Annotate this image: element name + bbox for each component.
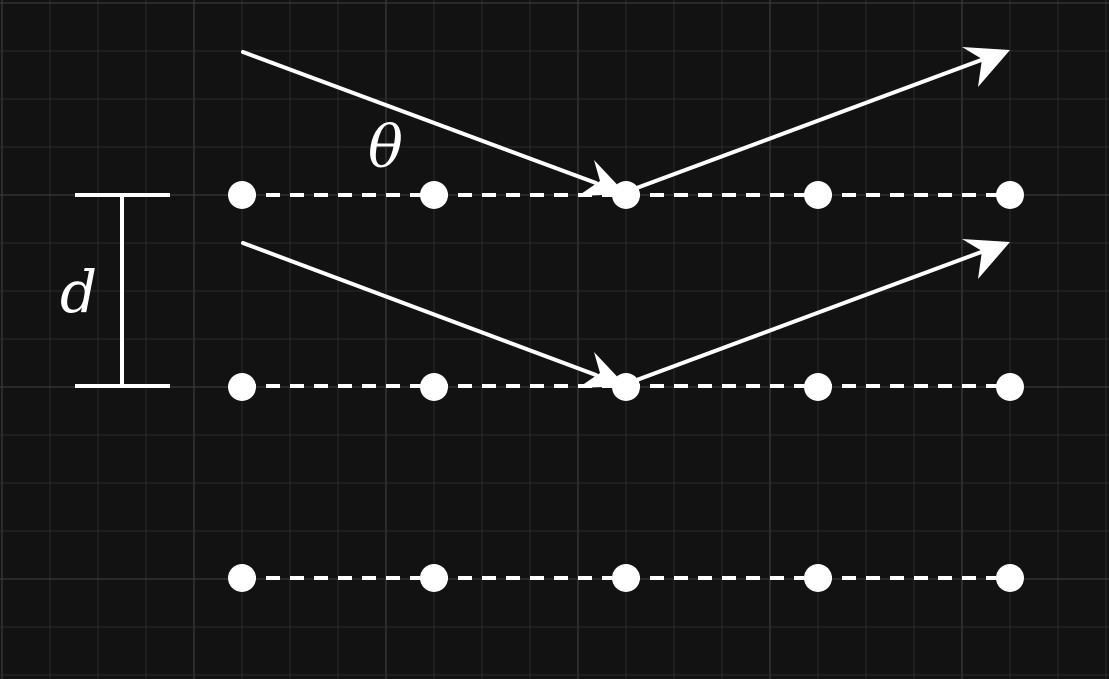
spacing-label: d: [60, 258, 97, 326]
lattice-atom: [228, 181, 256, 209]
reflected-ray-1-shaft: [624, 57, 986, 194]
reflected-ray-2-arrowhead: [962, 239, 1010, 279]
lattice-atom: [420, 181, 448, 209]
incident-ray-1-shaft: [241, 50, 598, 185]
incident-ray-1: [241, 50, 626, 196]
reflected-ray-2-shaft: [624, 249, 986, 386]
reflected-ray-1-arrowhead: [962, 47, 1010, 87]
reflected-ray-1: [624, 47, 1010, 194]
incident-ray-2-shaft: [241, 241, 598, 377]
lattice-atom: [804, 564, 832, 592]
lattice-atom: [420, 373, 448, 401]
incident-ray-1-arrowhead: [578, 160, 626, 196]
lattice-atom: [804, 373, 832, 401]
lattice-atom: [996, 373, 1024, 401]
lattice-atom: [996, 181, 1024, 209]
reflected-ray-2: [624, 239, 1010, 386]
lattice-atom: [228, 564, 256, 592]
lattice-atom: [228, 373, 256, 401]
angle-label: θ: [368, 113, 403, 181]
incident-ray-2: [241, 241, 626, 388]
lattice-atom: [612, 564, 640, 592]
incident-ray-2-arrowhead: [578, 352, 626, 388]
lattice-atom: [996, 564, 1024, 592]
spacing-bracket: [75, 193, 170, 388]
lattice-atom: [420, 564, 448, 592]
lattice-atom: [804, 181, 832, 209]
